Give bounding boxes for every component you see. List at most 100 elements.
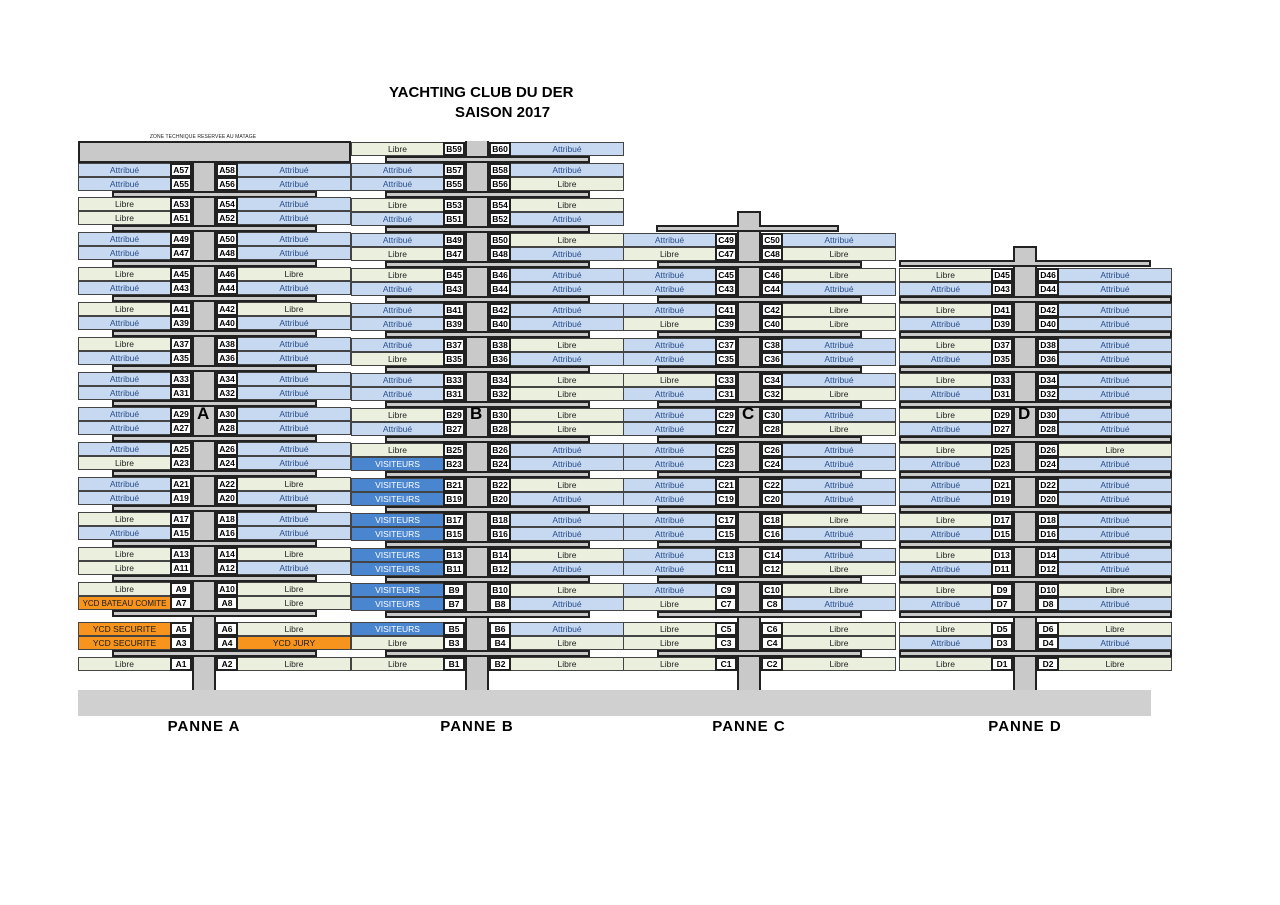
berth-status[interactable]: Libre bbox=[78, 512, 170, 526]
berth-status[interactable]: Libre bbox=[78, 302, 170, 316]
berth-status[interactable]: Attribué bbox=[899, 478, 991, 492]
berth-status[interactable]: Attribué bbox=[511, 142, 624, 156]
berth-status[interactable]: Attribué bbox=[1059, 303, 1172, 317]
berth-status[interactable]: Attribué bbox=[511, 443, 624, 457]
berth-status[interactable]: Libre bbox=[623, 373, 715, 387]
berth-status[interactable]: Attribué bbox=[78, 477, 170, 491]
berth-status[interactable]: Libre bbox=[783, 657, 896, 671]
berth-status[interactable]: Attribué bbox=[238, 512, 351, 526]
berth-status[interactable]: Attribué bbox=[1059, 282, 1172, 296]
berth-status[interactable]: Attribué bbox=[511, 268, 624, 282]
berth-status[interactable]: Attribué bbox=[78, 177, 170, 191]
berth-status[interactable]: Attribué bbox=[238, 232, 351, 246]
berth-status[interactable]: Attribué bbox=[623, 562, 715, 576]
berth-status[interactable]: Attribué bbox=[623, 387, 715, 401]
berth-status[interactable]: Attribué bbox=[1059, 457, 1172, 471]
berth-status[interactable]: Attribué bbox=[1059, 513, 1172, 527]
berth-status[interactable]: Libre bbox=[78, 657, 170, 671]
berth-status[interactable]: Attribué bbox=[623, 478, 715, 492]
berth-status[interactable]: Attribué bbox=[351, 177, 443, 191]
berth-status[interactable]: Attribué bbox=[511, 513, 624, 527]
berth-status[interactable]: Attribué bbox=[511, 212, 624, 226]
berth-status[interactable]: Attribué bbox=[623, 527, 715, 541]
berth-status[interactable]: Libre bbox=[511, 548, 624, 562]
berth-status[interactable]: Attribué bbox=[899, 352, 991, 366]
berth-status[interactable]: Attribué bbox=[623, 457, 715, 471]
berth-status[interactable]: Attribué bbox=[1059, 268, 1172, 282]
berth-status[interactable]: Attribué bbox=[1059, 352, 1172, 366]
berth-status[interactable]: Attribué bbox=[351, 303, 443, 317]
berth-status[interactable]: Attribué bbox=[899, 457, 991, 471]
berth-status[interactable]: Attribué bbox=[238, 526, 351, 540]
berth-status[interactable]: Attribué bbox=[899, 562, 991, 576]
berth-status[interactable]: Libre bbox=[78, 197, 170, 211]
berth-status[interactable]: Attribué bbox=[1059, 422, 1172, 436]
berth-status[interactable]: Attribué bbox=[351, 282, 443, 296]
berth-status[interactable]: Libre bbox=[783, 387, 896, 401]
berth-status[interactable]: Libre bbox=[511, 408, 624, 422]
berth-status[interactable]: Libre bbox=[1059, 657, 1172, 671]
berth-status[interactable]: Attribué bbox=[1059, 527, 1172, 541]
berth-status[interactable]: Attribué bbox=[351, 233, 443, 247]
berth-status[interactable]: Attribué bbox=[511, 163, 624, 177]
berth-status[interactable]: Attribué bbox=[899, 317, 991, 331]
berth-status[interactable]: Attribué bbox=[78, 526, 170, 540]
berth-status[interactable]: VISITEURS bbox=[351, 597, 443, 611]
berth-status[interactable]: Attribué bbox=[238, 351, 351, 365]
berth-status[interactable]: VISITEURS bbox=[351, 478, 443, 492]
berth-status[interactable]: Attribué bbox=[783, 597, 896, 611]
berth-status[interactable]: Attribué bbox=[899, 422, 991, 436]
berth-status[interactable]: Attribué bbox=[899, 636, 991, 650]
berth-status[interactable]: Libre bbox=[351, 352, 443, 366]
berth-status[interactable]: Attribué bbox=[238, 442, 351, 456]
berth-status[interactable]: Libre bbox=[623, 636, 715, 650]
berth-status[interactable]: Attribué bbox=[623, 443, 715, 457]
berth-status[interactable]: Attribué bbox=[78, 372, 170, 386]
berth-status[interactable]: Libre bbox=[78, 547, 170, 561]
berth-status[interactable]: VISITEURS bbox=[351, 548, 443, 562]
berth-status[interactable]: Attribué bbox=[511, 247, 624, 261]
berth-status[interactable]: Attribué bbox=[783, 373, 896, 387]
berth-status[interactable]: Attribué bbox=[238, 281, 351, 295]
berth-status[interactable]: Attribué bbox=[783, 233, 896, 247]
berth-status[interactable]: Attribué bbox=[238, 211, 351, 225]
berth-status[interactable]: Attribué bbox=[78, 407, 170, 421]
berth-status[interactable]: Attribué bbox=[351, 373, 443, 387]
berth-status[interactable]: Attribué bbox=[623, 268, 715, 282]
berth-status[interactable]: Attribué bbox=[78, 491, 170, 505]
berth-status[interactable]: Libre bbox=[78, 211, 170, 225]
berth-status[interactable]: Attribué bbox=[238, 491, 351, 505]
berth-status[interactable]: VISITEURS bbox=[351, 562, 443, 576]
berth-status[interactable]: Libre bbox=[899, 303, 991, 317]
berth-status[interactable]: Libre bbox=[351, 443, 443, 457]
berth-status[interactable]: Libre bbox=[899, 443, 991, 457]
berth-status[interactable]: Libre bbox=[783, 422, 896, 436]
berth-status[interactable]: Libre bbox=[783, 317, 896, 331]
berth-status[interactable]: Libre bbox=[783, 583, 896, 597]
berth-status[interactable]: Attribué bbox=[511, 597, 624, 611]
berth-status[interactable]: Libre bbox=[78, 582, 170, 596]
berth-status[interactable]: Libre bbox=[623, 657, 715, 671]
berth-status[interactable]: Libre bbox=[511, 422, 624, 436]
berth-status[interactable]: Attribué bbox=[78, 351, 170, 365]
berth-status[interactable]: Libre bbox=[511, 198, 624, 212]
berth-status[interactable]: YCD BATEAU COMITE bbox=[78, 596, 170, 610]
berth-status[interactable]: Attribué bbox=[238, 197, 351, 211]
berth-status[interactable]: Attribué bbox=[783, 478, 896, 492]
berth-status[interactable]: Attribué bbox=[623, 492, 715, 506]
berth-status[interactable]: Attribué bbox=[238, 561, 351, 575]
berth-status[interactable]: VISITEURS bbox=[351, 492, 443, 506]
berth-status[interactable]: Attribué bbox=[351, 338, 443, 352]
berth-status[interactable]: Attribué bbox=[1059, 492, 1172, 506]
berth-status[interactable]: Attribué bbox=[783, 282, 896, 296]
berth-status[interactable]: Attribué bbox=[78, 421, 170, 435]
berth-status[interactable]: Libre bbox=[783, 247, 896, 261]
berth-status[interactable]: VISITEURS bbox=[351, 513, 443, 527]
berth-status[interactable]: Libre bbox=[899, 583, 991, 597]
berth-status[interactable]: Attribué bbox=[238, 386, 351, 400]
berth-status[interactable]: Attribué bbox=[623, 548, 715, 562]
berth-status[interactable]: Libre bbox=[238, 582, 351, 596]
berth-status[interactable]: Libre bbox=[238, 547, 351, 561]
berth-status[interactable]: Libre bbox=[783, 562, 896, 576]
berth-status[interactable]: Attribué bbox=[78, 163, 170, 177]
